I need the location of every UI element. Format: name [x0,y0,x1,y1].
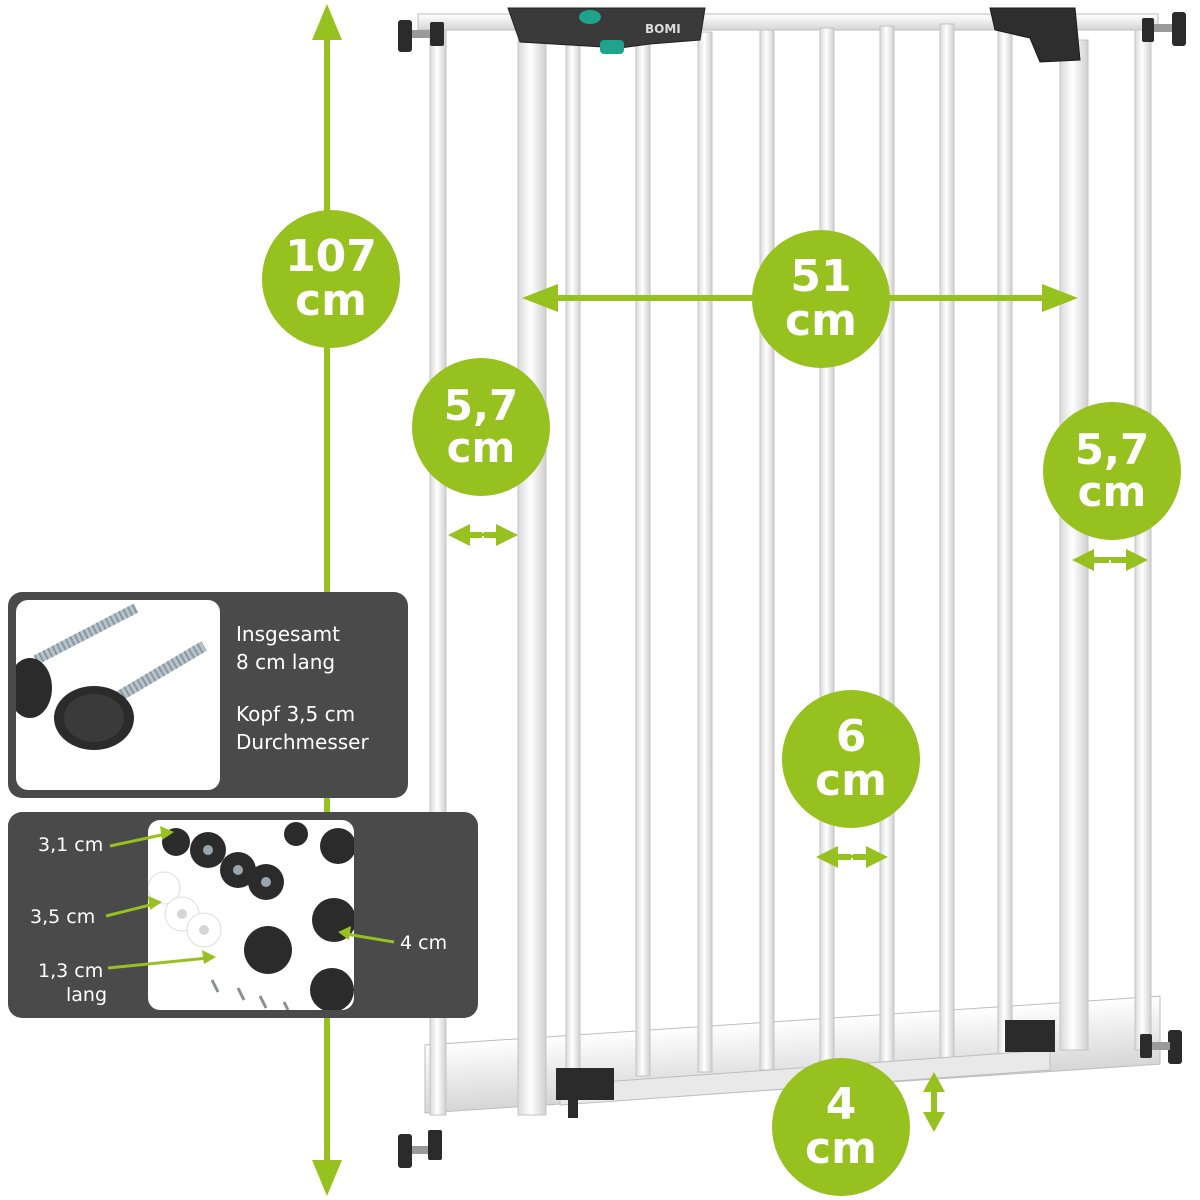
bar-gap-arrow [816,840,888,874]
right-extension-value: 5,7 [1074,425,1150,474]
right-extension-badge: 5,7 cm [1043,402,1181,540]
parts-photo [148,820,354,1010]
latch-button [600,40,624,54]
screw-length-text: Insgesamt 8 cm lang [236,620,340,676]
width-value: 51 [790,251,852,302]
screw-photo [16,600,220,790]
parts-pointer-arrows [105,826,395,970]
top-latch-housing [507,7,706,49]
bottom-right-hinge [1005,1020,1055,1052]
bottom-clearance-unit: cm [805,1123,877,1174]
gate-bars [565,23,1013,1079]
width-badge: 51 cm [752,230,890,368]
extension-post-right [1059,39,1089,1051]
bottom-left-hinge [556,1068,614,1100]
frame-post-right [1134,29,1152,1051]
top-right-latch [989,7,1081,63]
bottom-clearance-arrow [923,1072,945,1132]
screw-line-4: Durchmesser [236,730,369,754]
screw-size-label-1: 1,3 cm [38,960,104,982]
bar-gap-value: 6 [835,711,867,762]
pressure-pad-bottom-left [398,1130,442,1168]
width-unit: cm [785,295,857,346]
bottom-clearance-value: 4 [825,1079,857,1130]
right-extension-unit: cm [1077,467,1147,516]
bar-gap-badge: 6 cm [782,690,920,828]
height-badge: 107 cm [262,210,400,348]
nut-size-label: 3,1 cm [38,834,104,856]
screw-line-2: 8 cm lang [236,650,336,674]
left-extension-value: 5,7 [443,381,519,430]
height-unit: cm [295,275,367,326]
screw-info-panel: Insgesamt 8 cm lang Kopf 3,5 cm Durchmes… [8,592,408,798]
left-extension-arrow [448,518,518,552]
pressure-pad-bottom-right [1140,1030,1182,1064]
screw-head-text: Kopf 3,5 cm Durchmesser [236,700,369,756]
parts-info-panel: 3,1 cm 3,5 cm 1,3 cm lang 4 cm [8,812,478,1018]
screw-line-1: Insgesamt [236,622,340,646]
right-extension-arrow [1072,542,1148,578]
pressure-pad-top-left [398,20,444,52]
extension-post-left [517,39,547,1116]
left-extension-badge: 5,7 cm [412,358,550,496]
screw-size-label-2: lang [66,984,108,1006]
bar-gap-unit: cm [815,755,887,806]
bottom-clearance-badge: 4 cm [772,1058,910,1196]
left-extension-unit: cm [446,423,516,472]
threaded-rod-illustration [16,603,207,750]
washer-size-label: 3,5 cm [30,906,96,928]
height-value: 107 [285,231,377,282]
screw-line-3: Kopf 3,5 cm [236,702,356,726]
pressure-pad-top-right [1142,12,1186,46]
brand-logo: BOMI [645,22,681,36]
pad-size-label: 4 cm [400,932,448,954]
